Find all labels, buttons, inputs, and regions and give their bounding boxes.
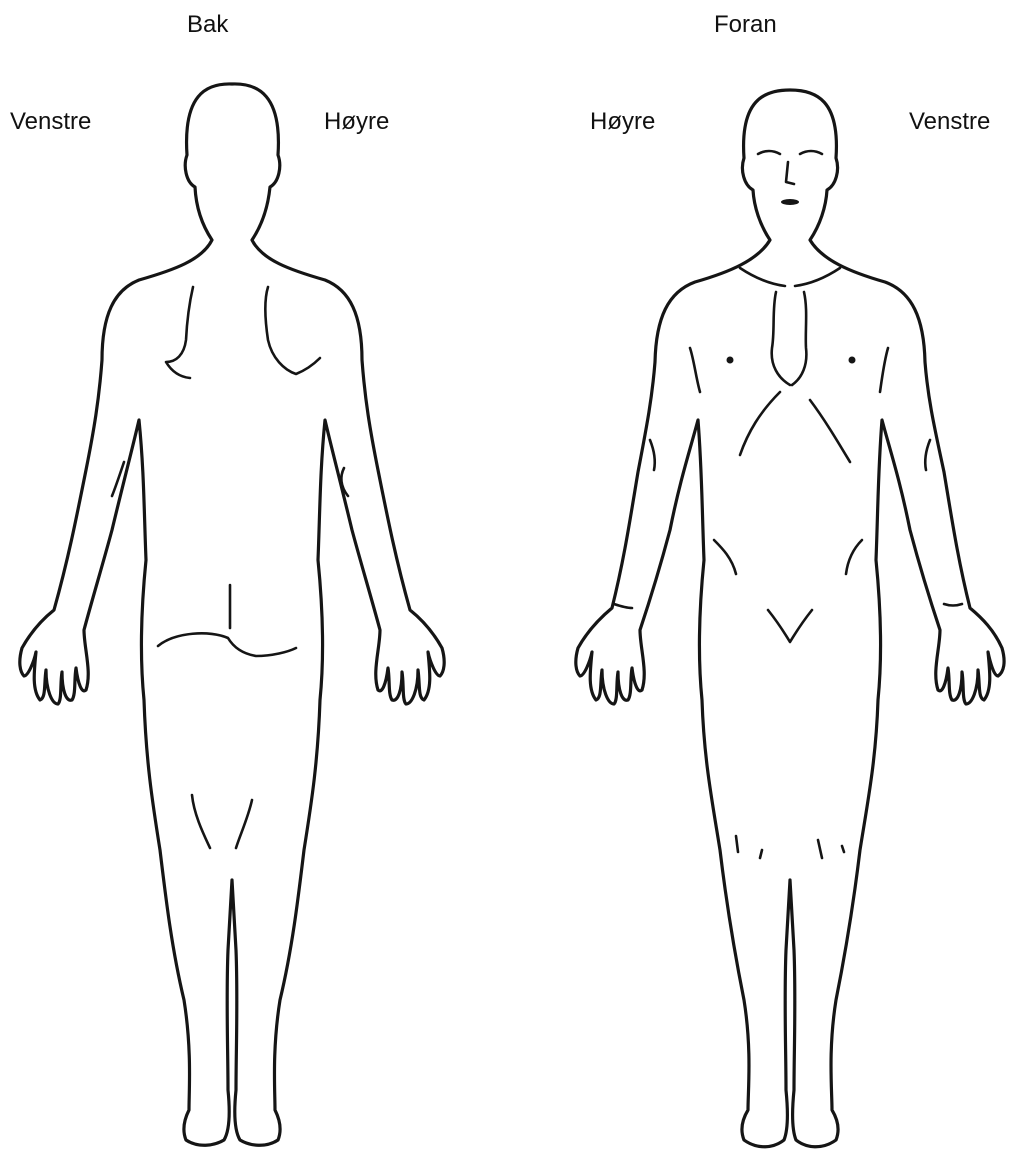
front-left-armpit-line <box>880 348 888 392</box>
front-right-wrist-mark <box>614 604 632 608</box>
back-buttocks-line <box>158 633 296 656</box>
back-figure-outline <box>20 84 444 1145</box>
front-figure-outline <box>576 90 1004 1147</box>
front-left-pectoral-fold <box>810 400 850 462</box>
front-right-armpit-line <box>690 348 700 392</box>
front-right-knee-mark-inner <box>760 850 762 858</box>
front-nose <box>786 162 794 184</box>
front-left-hip-line <box>846 540 862 574</box>
back-right-scapula <box>265 287 320 374</box>
front-left-collarbone <box>740 268 785 286</box>
front-right-hip-line <box>714 540 736 574</box>
back-right-knee-crease <box>236 800 252 848</box>
front-left-nipple <box>849 357 856 364</box>
front-view-figure <box>576 90 1004 1147</box>
front-right-nipple <box>727 357 734 364</box>
front-right-elbow-mark <box>650 440 655 470</box>
front-right-pectoral-fold <box>740 392 780 455</box>
front-left-elbow-mark <box>925 440 930 470</box>
front-mouth <box>781 199 799 205</box>
front-sternum-left <box>772 292 790 385</box>
front-left-knee-mark-inner <box>818 840 822 858</box>
back-view-figure <box>20 84 444 1145</box>
back-left-knee-crease <box>192 795 210 848</box>
front-sternum-right <box>792 292 806 385</box>
front-right-knee-mark-outer <box>736 836 738 852</box>
front-right-collarbone <box>795 268 840 286</box>
front-right-eyebrow <box>800 151 822 154</box>
front-left-knee-mark-outer <box>842 846 844 852</box>
back-left-scapula <box>166 287 193 378</box>
front-groin-lines <box>768 610 812 642</box>
front-left-wrist-mark <box>944 604 962 606</box>
front-left-eyebrow <box>758 151 780 154</box>
